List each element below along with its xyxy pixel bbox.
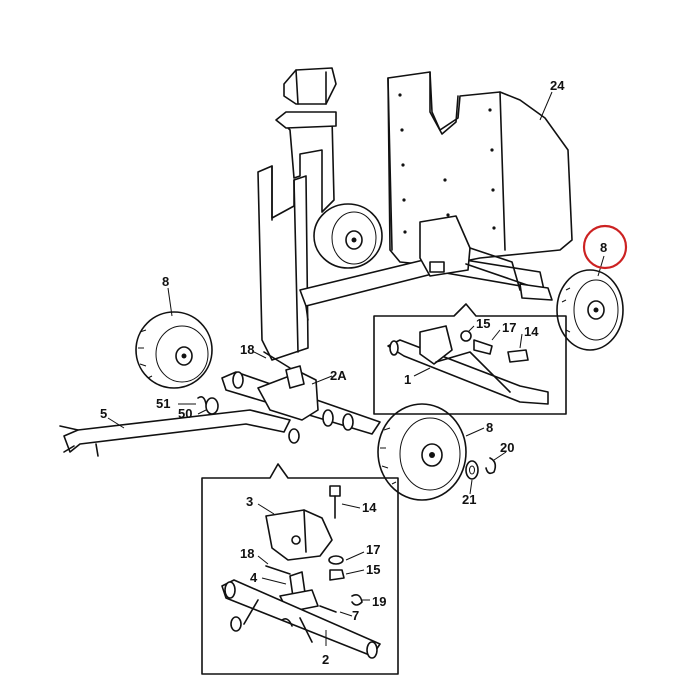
front-wheel: [377, 403, 467, 501]
left-wheel: [135, 311, 213, 389]
axle-assembly: [221, 351, 381, 444]
label-14-inset1: 14: [524, 324, 539, 339]
label-8-front: 8: [486, 420, 493, 435]
label-15-inset2: 15: [366, 562, 380, 577]
highlight-circle: [582, 224, 628, 270]
tow-bar: [59, 409, 291, 457]
callout-labels: 24 8 8 8 18 2A 51 50 5 15 17 14 1 20 21 …: [100, 78, 607, 667]
label-17-inset1: 17: [502, 320, 516, 335]
label-5: 5: [100, 406, 107, 421]
label-17-inset2: 17: [366, 542, 380, 557]
label-7: 7: [352, 608, 359, 623]
inset-box-top: [373, 303, 567, 415]
label-19: 19: [372, 594, 386, 609]
label-18-top: 18: [240, 342, 254, 357]
inner-wheel: [313, 203, 383, 269]
inset-box-bottom: [201, 463, 399, 675]
label-4: 4: [250, 570, 258, 585]
label-20: 20: [500, 440, 514, 455]
label-18-inset2: 18: [240, 546, 254, 561]
chassis-frame: [257, 67, 573, 361]
label-8-right-circled: 8: [600, 240, 607, 255]
right-wheel: [556, 269, 624, 351]
label-3: 3: [246, 494, 253, 509]
label-1: 1: [404, 372, 411, 387]
label-51: 51: [156, 396, 170, 411]
plate-rivets: [398, 93, 496, 234]
label-8-left: 8: [162, 274, 169, 289]
label-21: 21: [462, 492, 476, 507]
label-50: 50: [178, 406, 192, 421]
label-2: 2: [322, 652, 329, 667]
label-2A: 2A: [330, 368, 347, 383]
label-14-inset2: 14: [362, 500, 377, 515]
leader-lines: [107, 91, 605, 646]
label-24: 24: [550, 78, 565, 93]
label-15-inset1: 15: [476, 316, 490, 331]
